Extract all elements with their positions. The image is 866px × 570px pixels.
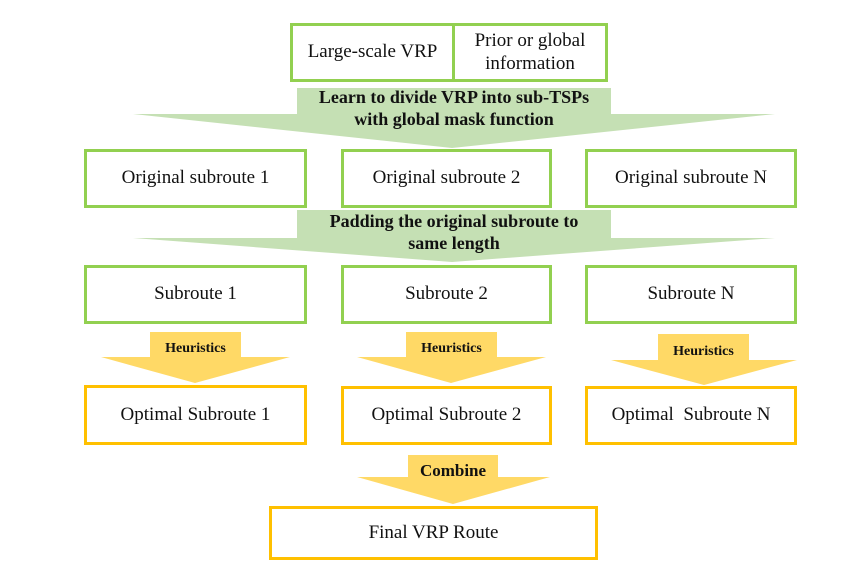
- combine-label: Combine: [408, 459, 498, 483]
- subroute-n-label: Subroute N: [647, 283, 735, 305]
- large-scale-vrp-cell: Large-scale VRP: [293, 26, 455, 79]
- heuristics-arrow-2: [357, 332, 546, 383]
- optimal-subroute-2-box: Optimal Subroute 2: [341, 386, 552, 445]
- original-subroute-2-box: Original subroute 2: [341, 149, 552, 208]
- heuristics-text-1: Heuristics: [165, 340, 226, 356]
- divide-label-line2: with global mask function: [354, 109, 554, 129]
- combine-arrow: [357, 455, 550, 504]
- heuristics-label-1: Heuristics: [150, 338, 241, 360]
- padding-label-line1: Padding the original subroute to: [329, 211, 579, 232]
- large-scale-vrp-label: Large-scale VRP: [307, 41, 438, 63]
- prior-info-label: Prior or global information: [474, 29, 586, 74]
- padding-arrow-label: Padding the original subroute to same le…: [297, 209, 611, 257]
- optimal-subroute-n-box: Optimal Subroute N: [585, 386, 797, 445]
- final-vrp-route-label: Final VRP Route: [368, 521, 499, 543]
- original-subroute-1-label: Original subroute 1: [121, 167, 270, 189]
- divide-arrow: [133, 88, 775, 148]
- original-subroute-2-label: Original subroute 2: [372, 167, 521, 189]
- padding-label-line2: same length: [408, 233, 500, 253]
- prior-info-cell: Prior or global information: [455, 26, 605, 79]
- heuristics-text-2: Heuristics: [421, 340, 482, 356]
- divide-arrow-label: Learn to divide VRP into sub-TSPs with g…: [297, 86, 611, 132]
- subroute-2-label: Subroute 2: [405, 283, 488, 305]
- optimal-subroute-1-box: Optimal Subroute 1: [84, 385, 307, 445]
- original-subroute-1-box: Original subroute 1: [84, 149, 307, 208]
- final-vrp-route-box: Final VRP Route: [269, 506, 598, 560]
- optimal-subroute-2-label: Optimal Subroute 2: [371, 404, 522, 426]
- subroute-1-box: Subroute 1: [84, 265, 307, 324]
- padding-arrow: [133, 210, 775, 262]
- combine-text: Combine: [419, 460, 487, 480]
- optimal-subroute-n-label: Optimal Subroute N: [611, 404, 771, 426]
- heuristics-label-n: Heuristics: [658, 341, 749, 363]
- heuristics-arrow-1: [101, 332, 290, 383]
- heuristics-text-n: Heuristics: [673, 343, 734, 359]
- original-subroute-n-label: Original subroute N: [615, 167, 767, 189]
- subroute-1-label: Subroute 1: [154, 283, 237, 305]
- optimal-subroute-1-label: Optimal Subroute 1: [120, 403, 271, 425]
- heuristics-label-2: Heuristics: [406, 338, 497, 360]
- heuristics-arrow-n: [611, 334, 797, 385]
- original-subroute-n-box: Original subroute N: [585, 149, 797, 208]
- subroute-n-box: Subroute N: [585, 265, 797, 324]
- subroute-2-box: Subroute 2: [341, 265, 552, 324]
- vrp-input-box: Large-scale VRP Prior or global informat…: [290, 23, 608, 82]
- divide-label-line1: Learn to divide VRP into sub-TSPs: [318, 87, 590, 108]
